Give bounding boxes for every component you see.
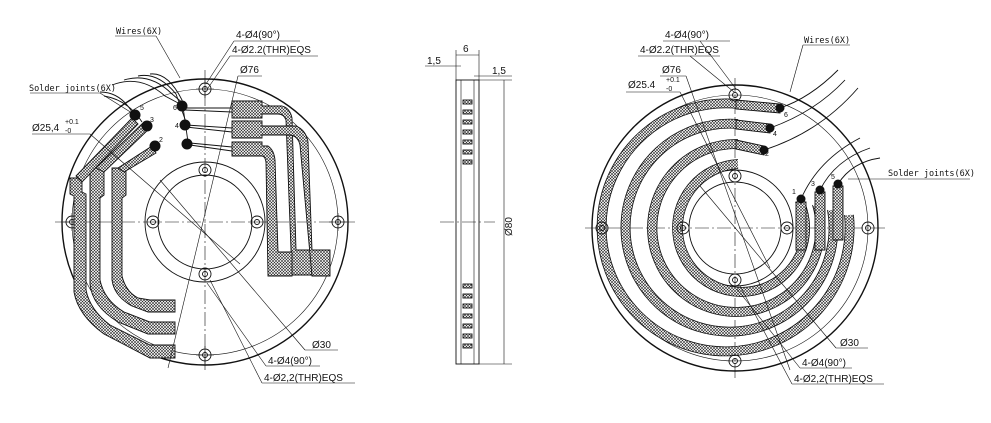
right-inner-dia-tol: +0.1 bbox=[666, 77, 680, 84]
right-inner-dia-tol2: -0 bbox=[666, 86, 672, 93]
right-spiral-traces bbox=[596, 98, 855, 357]
right-mount-holes bbox=[595, 88, 875, 368]
right-top-callouts: 4-Ø4(90°) 4-Ø2.2(THR)EQS Ø76 Ø25.4 +0.1 … bbox=[626, 30, 791, 371]
right-solder-joints bbox=[759, 103, 843, 204]
left-holes-top-label: 4-Ø4(90°) bbox=[236, 30, 280, 41]
left-holes-bottom-label: 4-Ø4(90°) bbox=[268, 356, 312, 367]
left-traces-right bbox=[184, 100, 331, 277]
left-mount-holes bbox=[63, 80, 347, 364]
side-width-label: 6 bbox=[463, 44, 469, 55]
right-wire-num-3: 3 bbox=[811, 181, 815, 188]
right-holes-bottom-label: 4-Ø4(90°) bbox=[802, 358, 846, 369]
right-wire-num-5: 5 bbox=[831, 174, 835, 181]
right-thr-top-label: 4-Ø2.2(THR)EQS bbox=[640, 45, 719, 56]
left-inner-dia-tol2: -0 bbox=[65, 128, 71, 135]
left-outer-dia-label: Ø76 bbox=[240, 65, 259, 76]
side-pads bbox=[462, 99, 473, 349]
left-wire-num-2: 2 bbox=[159, 137, 163, 144]
left-top-callouts: 4-Ø4(90°) 4-Ø2.2(THR)EQS Ø76 bbox=[167, 30, 318, 369]
side-left-offset-label: 1,5 bbox=[427, 56, 441, 67]
left-bottom-callouts: Ø30 4-Ø4(90°) 4-Ø2,2(THR)EQS bbox=[159, 179, 355, 384]
right-wire-num-4: 4 bbox=[773, 131, 777, 138]
side-view: 6 1,5 1,5 Ø80 bbox=[425, 44, 515, 365]
left-thr-bottom-label: 4-Ø2,2(THR)EQS bbox=[264, 373, 343, 384]
left-solder-joints bbox=[129, 100, 193, 152]
right-inner-dia-label: Ø25.4 bbox=[628, 80, 656, 91]
right-view: 6 4 2 1 3 5 Wires(6X) Solder joints(6X) … bbox=[585, 30, 975, 385]
left-wire-num-5: 5 bbox=[140, 105, 144, 112]
left-wires bbox=[99, 73, 189, 143]
right-outer-dia-label: Ø76 bbox=[662, 65, 681, 76]
left-wire-num-3: 3 bbox=[150, 117, 154, 124]
right-wires-label: Wires(6X) bbox=[804, 36, 850, 46]
right-wire-num-6: 6 bbox=[784, 112, 788, 119]
left-inner-dia-tol: +0.1 bbox=[65, 119, 79, 126]
left-hub-dia-label: Ø30 bbox=[312, 340, 331, 351]
left-hub-holes bbox=[146, 163, 264, 281]
left-view: 6 4 2 5 3 Wires(6X) Solder joints(6X) Ø2… bbox=[29, 27, 358, 384]
left-wire-num-6: 6 bbox=[173, 105, 177, 112]
left-inner-dia-annot: Ø25,4 +0.1 -0 bbox=[32, 119, 241, 265]
left-thr-top-label: 4-Ø2.2(THR)EQS bbox=[232, 45, 311, 56]
right-hub-dia-label: Ø30 bbox=[840, 338, 859, 349]
right-holes-top-label: 4-Ø4(90°) bbox=[665, 30, 709, 41]
side-dia-label: Ø80 bbox=[504, 217, 515, 236]
right-solder-label: Solder joints(6X) bbox=[888, 169, 975, 179]
left-solder-label: Solder joints(6X) bbox=[29, 84, 116, 94]
left-traces-left bbox=[69, 117, 176, 359]
right-wire-num-1: 1 bbox=[792, 189, 796, 196]
right-thr-bottom-label: 4-Ø2,2(THR)EQS bbox=[794, 374, 873, 385]
right-wires bbox=[763, 69, 881, 200]
right-radials bbox=[735, 99, 844, 251]
right-wire-num-2: 2 bbox=[765, 151, 769, 158]
side-right-offset-label: 1,5 bbox=[492, 66, 506, 77]
left-inner-dia-label: Ø25,4 bbox=[32, 123, 60, 134]
right-bottom-callouts: Ø30 4-Ø4(90°) 4-Ø2,2(THR)EQS bbox=[699, 185, 884, 385]
left-wire-num-4: 4 bbox=[175, 123, 179, 130]
left-wires-label: Wires(6X) bbox=[116, 27, 162, 37]
